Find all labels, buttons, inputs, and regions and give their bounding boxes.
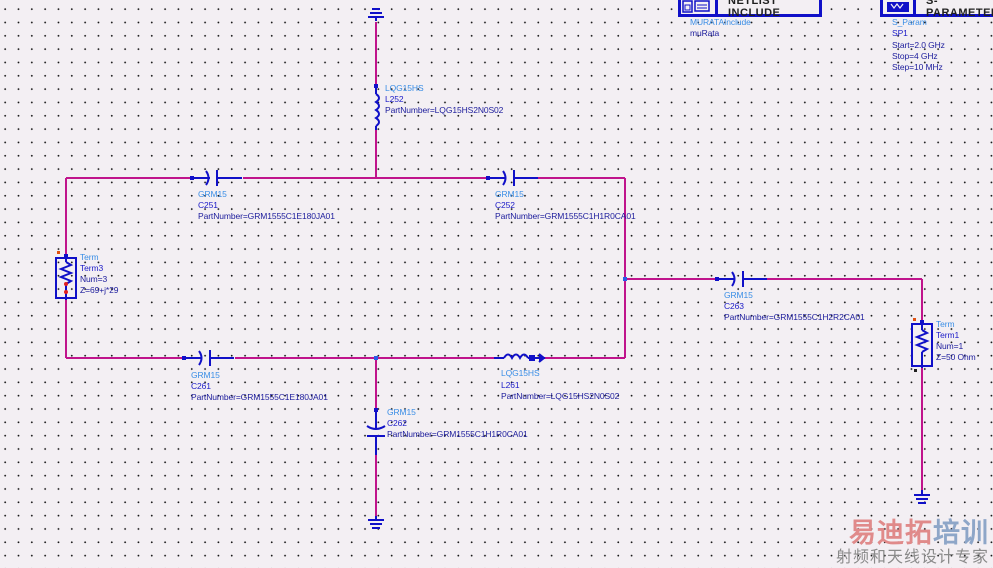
term3-num-label: Num=3 [80,274,108,284]
netlist-block-title: NETLIST INCLUDE [728,0,781,19]
c252-model-label: GRM15 [495,189,524,199]
sparam-instance-label: SP1 [892,28,908,38]
term1-z-label: Z=50 Ohm [936,352,976,362]
sparameters-icon [883,0,916,14]
c251-name-label: C251 [198,200,218,210]
netlist-type-label: MURATAInclude [690,17,751,27]
c262-part-label: PartNumber=GRM1555C1H1R0CA01 [387,429,528,439]
c262-name-label: C262 [387,418,407,428]
capacitor-c263[interactable] [715,271,767,287]
watermark-logo-a: 易迪拓 [849,518,933,548]
c261-part-label: PartNumber=GRM1555C1E180JA01 [191,392,328,402]
c261-name-label: C261 [191,381,211,391]
l252-part-label: PartNumber=LQG15HS2N0S02 [385,105,504,115]
netlist-include-block[interactable]: NETLIST INCLUDE [678,0,822,19]
c263-name-label: C263 [724,301,744,311]
term-term3[interactable] [55,251,77,300]
watermark: 易迪拓培训 射频和天线设计专家 [836,518,989,566]
c252-name-label: C252 [495,200,515,210]
ground-right[interactable] [914,490,930,504]
l261-model-label: LQG15HS [501,368,540,378]
sparameters-block[interactable]: S-PARAMETERS [880,0,993,19]
term3-name-label: Term3 [80,263,104,273]
l261-part-label: PartNumber=LQG15HS2N0S02 [501,391,620,401]
junction-dot [374,356,378,360]
ground-top[interactable] [368,8,384,21]
watermark-subtitle: 射频和天线设计专家 [835,547,989,566]
watermark-logo: 易迪拓培训 [836,518,989,548]
c263-part-label: PartNumber=GRM1555C1H2R2CA01 [724,312,865,322]
ground-bottom[interactable] [368,516,384,529]
junctions [374,277,627,360]
inductor-l252[interactable] [374,84,380,130]
capacitor-c262[interactable] [366,408,386,455]
netlist-icon [681,0,718,14]
capacitor-c251[interactable] [190,170,242,186]
term3-z-label: Z=69+j*29 [80,285,119,295]
capacitor-c252[interactable] [486,170,538,186]
wires [65,22,923,518]
l252-name-label: L252 [385,94,404,104]
sparam-type-label: S_Param [892,17,927,27]
sparam-start-label: Start=2.0 GHz [892,40,945,50]
junction-dot [623,277,627,281]
c262-model-label: GRM15 [387,407,416,417]
c252-part-label: PartNumber=GRM1555C1H1R0CA01 [495,211,636,221]
sparam-step-label: Step=10 MHz [892,62,943,72]
capacitor-c261[interactable] [182,350,234,366]
term-term1[interactable] [911,318,933,372]
watermark-logo-b: 培训 [933,518,989,548]
l261-name-label: L261 [501,380,520,390]
c263-model-label: GRM15 [724,290,753,300]
term1-model-label: Term [936,319,955,329]
c251-model-label: GRM15 [198,189,227,199]
sparameters-block-title: S-PARAMETERS [926,0,993,19]
term1-num-label: Num=1 [936,341,964,351]
c261-model-label: GRM15 [191,370,220,380]
term1-name-label: Term1 [936,330,960,340]
sparam-stop-label: Stop=4 GHz [892,51,938,61]
term3-model-label: Term [80,252,99,262]
netlist-instance-label: muRata [690,28,720,38]
c251-part-label: PartNumber=GRM1555C1E180JA01 [198,211,335,221]
l252-model-label: LQG15HS [385,83,424,93]
inductor-l261[interactable] [494,353,546,363]
